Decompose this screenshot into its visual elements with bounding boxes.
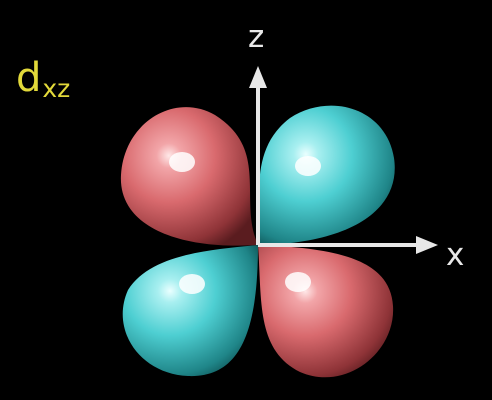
lobe-lower-left	[122, 245, 258, 377]
x-axis	[258, 236, 438, 254]
lobe-upper-left-highlight	[169, 152, 195, 172]
lobe-upper-right-shape	[258, 105, 395, 246]
lobe-lower-left-shape	[122, 245, 258, 377]
lobe-upper-left	[120, 107, 258, 246]
lobe-lower-right	[258, 245, 394, 378]
lobe-lower-right-highlight	[285, 272, 311, 292]
x-axis-label: x	[446, 237, 465, 273]
orbital-label-subscript: xz	[42, 74, 71, 103]
z-axis	[249, 66, 267, 245]
lobe-upper-right-highlight	[295, 156, 321, 176]
orbital-label-main: d	[16, 55, 42, 101]
orbital-label: dxz	[16, 58, 70, 101]
lobe-lower-left-highlight	[179, 274, 205, 294]
lobe-lower-right-shape	[258, 245, 394, 378]
lobe-upper-left-shape	[120, 107, 258, 246]
z-axis-label: z	[248, 19, 265, 55]
lobe-upper-right	[258, 105, 395, 246]
